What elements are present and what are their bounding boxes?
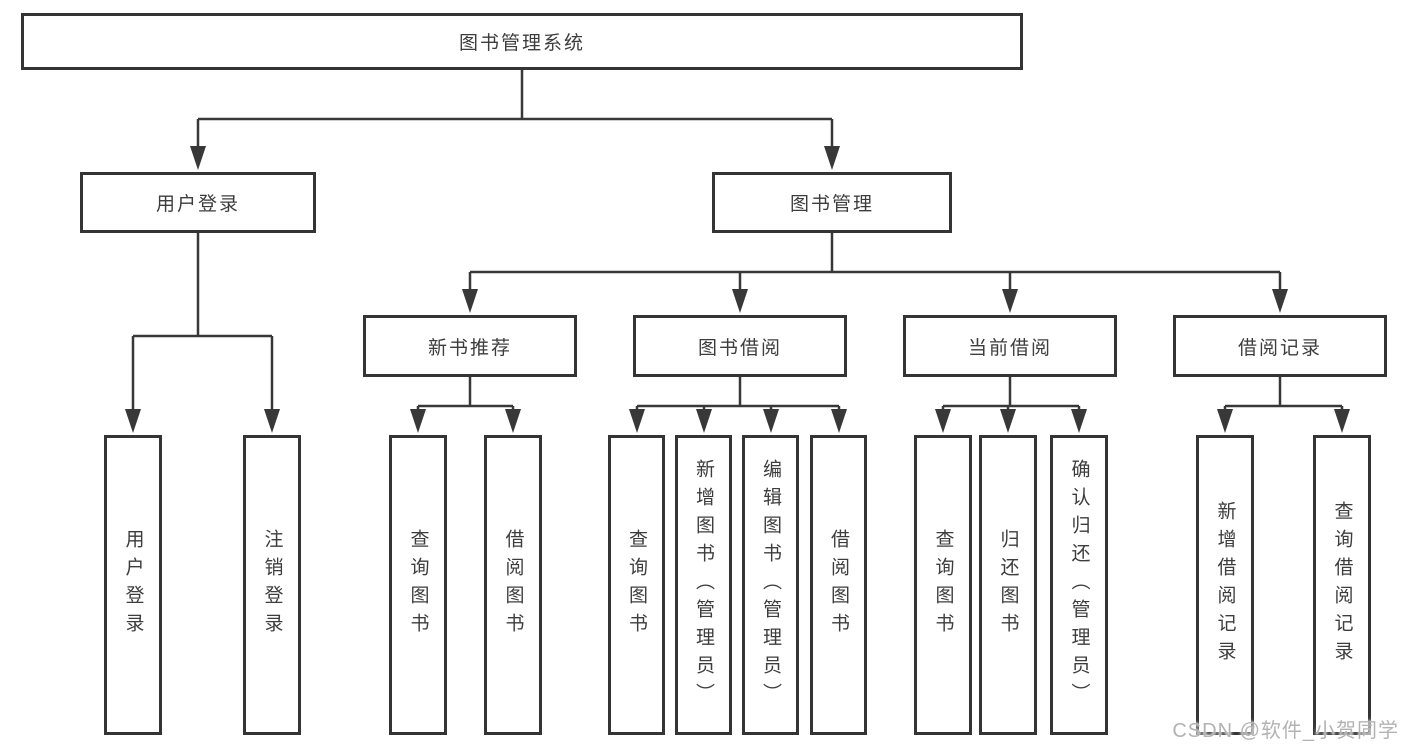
- leaf-query-books-current: 查询图书: [914, 435, 972, 735]
- node-borrowing-records: 借阅记录: [1173, 315, 1387, 377]
- leaf-add-borrow-record: 新增借阅记录: [1196, 435, 1254, 735]
- node-book-borrowing: 图书借阅: [633, 315, 847, 377]
- node-library-management-system: 图书管理系统: [21, 13, 1023, 70]
- leaf-borrow-books-borrowing: 借阅图书: [810, 435, 867, 735]
- leaf-user-login: 用户登录: [104, 435, 162, 735]
- leaf-return-books: 归还图书: [979, 435, 1037, 735]
- leaf-add-books-admin: 新增图书（管理员）: [675, 435, 732, 735]
- leaf-query-books-recommend: 查询图书: [389, 435, 447, 735]
- node-new-book-recommend: 新书推荐: [363, 315, 577, 377]
- leaf-confirm-return-admin: 确认归还（管理员）: [1050, 435, 1108, 735]
- leaf-query-books-borrowing: 查询图书: [608, 435, 665, 735]
- node-current-borrowing: 当前借阅: [903, 315, 1117, 377]
- leaf-query-borrow-record: 查询借阅记录: [1313, 435, 1371, 735]
- csdn-watermark: CSDN @软件_小贺同学: [1172, 720, 1399, 742]
- leaf-borrow-books-recommend: 借阅图书: [484, 435, 542, 735]
- leaf-edit-books-admin: 编辑图书（管理员）: [742, 435, 799, 735]
- leaf-logout: 注销登录: [243, 435, 301, 735]
- node-user-login: 用户登录: [80, 172, 316, 233]
- node-book-management: 图书管理: [712, 172, 952, 233]
